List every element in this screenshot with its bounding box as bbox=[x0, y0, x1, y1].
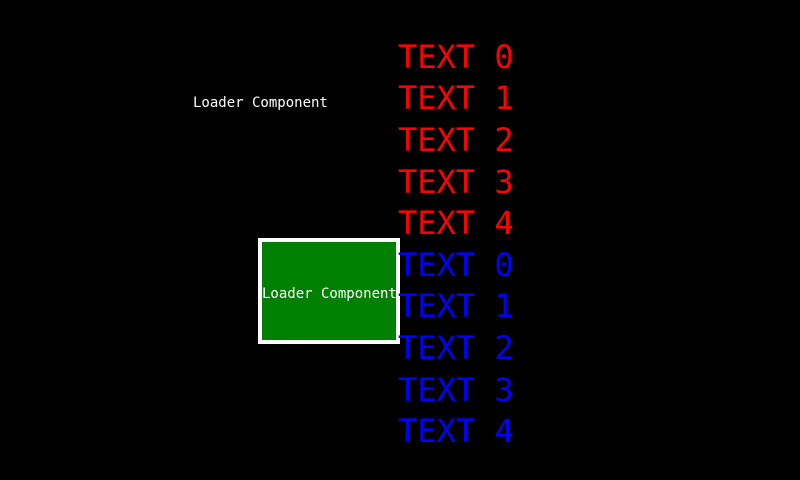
list-item-label: TEXT 1 bbox=[398, 79, 514, 118]
list-item-label: TEXT 1 bbox=[398, 287, 514, 326]
list-item[interactable]: TEXT 4 bbox=[398, 410, 758, 452]
list-item-label: TEXT 3 bbox=[398, 370, 514, 409]
list-item[interactable]: TEXT 4 bbox=[398, 202, 758, 244]
list-item[interactable]: TEXT 0 bbox=[398, 244, 758, 286]
text-list: TEXT 0 TEXT 1 TEXT 2 TEXT 3 TEXT 4 TEXT … bbox=[398, 36, 758, 452]
list-item-label: TEXT 0 bbox=[398, 37, 514, 76]
loader-component-label: Loader Component bbox=[193, 95, 328, 111]
list-item-label: TEXT 2 bbox=[398, 328, 514, 367]
list-item[interactable]: TEXT 0 bbox=[398, 36, 758, 78]
loader-component-box: Loader Component bbox=[258, 238, 400, 344]
list-item-label: TEXT 4 bbox=[398, 204, 514, 243]
list-item[interactable]: TEXT 2 bbox=[398, 119, 758, 161]
loader-box-label: Loader Component bbox=[262, 286, 397, 302]
list-item[interactable]: TEXT 1 bbox=[398, 286, 758, 328]
list-item[interactable]: TEXT 1 bbox=[398, 78, 758, 120]
list-item[interactable]: TEXT 3 bbox=[398, 369, 758, 411]
list-item-label: TEXT 4 bbox=[398, 412, 514, 451]
list-item-label: TEXT 2 bbox=[398, 120, 514, 159]
list-item[interactable]: TEXT 3 bbox=[398, 161, 758, 203]
list-item-label: TEXT 3 bbox=[398, 162, 514, 201]
list-item-label: TEXT 0 bbox=[398, 245, 514, 284]
list-item[interactable]: TEXT 2 bbox=[398, 327, 758, 369]
